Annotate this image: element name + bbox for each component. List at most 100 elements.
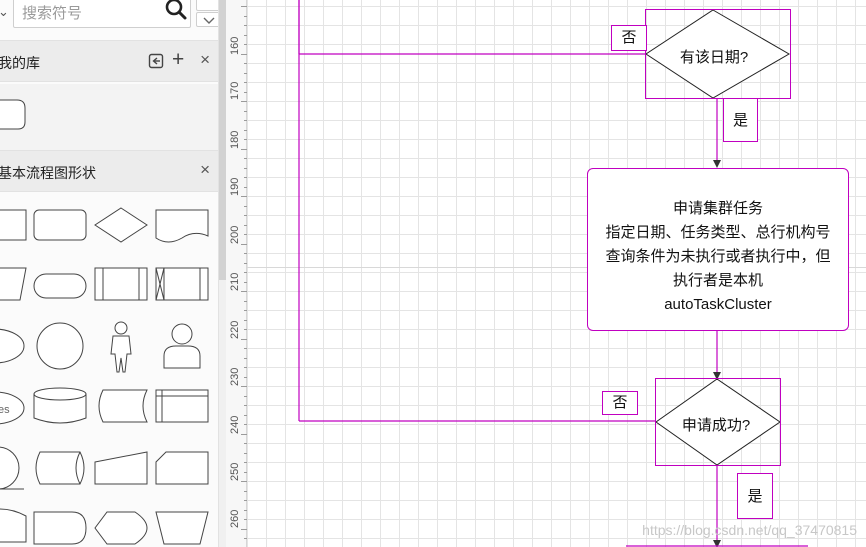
ruler-tick <box>244 167 247 169</box>
import-icon[interactable] <box>148 53 164 69</box>
search-bar: ⌄ <box>0 0 226 36</box>
ruler-tick <box>244 519 247 520</box>
shape-display[interactable] <box>93 502 151 547</box>
decision-2-no-label[interactable]: 否 <box>602 391 638 415</box>
horizontal-guide <box>247 267 866 268</box>
shape-paper-tape[interactable] <box>0 502 30 547</box>
shape-card[interactable] <box>154 442 212 494</box>
ruler-tick <box>244 376 247 378</box>
decision-2-text: 申请成功? <box>681 417 751 434</box>
close-icon[interactable]: × <box>200 50 210 69</box>
chevron-down-icon <box>203 17 215 24</box>
flowchart-shapes-grid: es <box>0 192 218 547</box>
library-shape-icon[interactable] <box>0 98 40 134</box>
user-icon[interactable] <box>154 320 212 372</box>
basic-flowchart-title: 基本流程图形状 <box>0 165 96 181</box>
shape-decision-yes[interactable]: es <box>0 382 30 434</box>
close-icon[interactable]: × <box>200 160 210 179</box>
ruler-tick <box>244 348 247 349</box>
panel-scrollbar-thumb[interactable] <box>219 0 226 280</box>
arrowhead-icon <box>713 540 721 547</box>
shape-circle[interactable] <box>32 320 90 372</box>
shape-manual-input[interactable] <box>93 442 151 494</box>
vertical-ruler: 160 170 180 190 200 210 220 230 240 250 … <box>226 0 247 547</box>
process-text: 申请集群任务 指定日期、任务类型、总行机构号 查询条件为未执行或者执行中，但 执… <box>588 197 848 317</box>
ruler-tick <box>244 25 247 26</box>
shape-decision[interactable] <box>93 202 151 254</box>
process-line: 指定日期、任务类型、总行机构号 <box>605 224 831 241</box>
process-box[interactable]: 申请集群任务 指定日期、任务类型、总行机构号 查询条件为未执行或者执行中，但 执… <box>587 168 849 331</box>
ruler-tick <box>241 528 247 530</box>
shape-rounded-rectangle[interactable] <box>32 202 90 254</box>
search-prev-button[interactable] <box>196 0 220 11</box>
ruler-tick <box>244 15 247 17</box>
shape-sequential-data[interactable] <box>0 442 30 494</box>
ruler-tick <box>241 196 247 197</box>
shape-terminator[interactable] <box>32 262 90 314</box>
ruler-tick <box>241 433 247 435</box>
ruler-tick <box>244 110 247 112</box>
connectors <box>298 0 808 547</box>
ruler-tick <box>244 462 247 463</box>
ruler-tick <box>241 53 247 55</box>
search-box <box>13 0 191 28</box>
ruler-tick <box>244 215 247 216</box>
shape-stored-data[interactable] <box>93 382 151 434</box>
ruler-tick <box>244 253 247 254</box>
ruler-tick <box>244 186 247 188</box>
shape-ellipse[interactable] <box>0 320 30 372</box>
shape-predefined-process[interactable] <box>93 262 151 314</box>
my-library-header[interactable]: 我的库 + × <box>0 40 218 82</box>
ruler-tick <box>244 63 247 64</box>
ruler-tick <box>244 158 247 159</box>
chevron-down-icon[interactable]: ⌄ <box>0 4 9 19</box>
my-library-title: 我的库 <box>0 55 40 71</box>
shape-manual-operation[interactable] <box>154 502 212 547</box>
ruler-tick <box>241 386 247 387</box>
search-icon[interactable] <box>164 0 188 22</box>
decision-1-bounds <box>645 9 791 99</box>
ruler-tick <box>244 120 247 121</box>
ruler-tick <box>244 262 247 264</box>
decision-2-bounds <box>655 378 781 466</box>
ruler-tick <box>244 272 247 273</box>
decision-2-yes-label[interactable]: 是 <box>737 473 773 519</box>
svg-text:es: es <box>0 404 10 416</box>
ruler-tick <box>241 243 247 245</box>
actor-icon[interactable] <box>93 320 151 373</box>
ruler-tick <box>244 329 247 330</box>
search-nav-buttons <box>196 0 220 28</box>
search-input[interactable] <box>22 3 162 23</box>
ruler-tick <box>244 509 247 511</box>
ruler-tick <box>244 424 247 425</box>
shape-delay[interactable] <box>32 502 90 547</box>
shape-database[interactable] <box>32 382 90 434</box>
decision-1-text: 有该日期? <box>679 49 749 66</box>
basic-flowchart-header[interactable]: 基本流程图形状 × <box>0 150 218 192</box>
process-line: 申请集群任务 <box>672 200 763 217</box>
arrowhead-icon <box>713 372 721 380</box>
ruler-tick <box>241 6 247 7</box>
shape-collate[interactable] <box>154 262 212 314</box>
ruler-tick <box>244 357 247 359</box>
arrowhead-icon <box>713 160 721 168</box>
shape-data[interactable] <box>0 262 30 314</box>
ruler-tick <box>244 234 247 235</box>
decision-1-no-label[interactable]: 否 <box>611 25 647 51</box>
ruler-tick <box>244 129 247 131</box>
shape-internal-storage[interactable] <box>154 382 212 434</box>
shape-direct-data[interactable] <box>32 442 90 494</box>
ruler-tick <box>241 338 247 340</box>
ruler-tick <box>241 101 247 102</box>
process-line: 执行者是本机 <box>672 272 763 289</box>
ruler-tick <box>244 224 247 226</box>
search-next-button[interactable] <box>196 12 220 27</box>
decision-1-yes-label[interactable]: 是 <box>723 98 758 142</box>
ruler-tick <box>244 177 247 178</box>
diagram-canvas[interactable]: 160 170 180 190 200 210 220 230 240 250 … <box>226 0 866 547</box>
ruler-tick <box>244 490 247 492</box>
add-icon[interactable]: + <box>172 48 185 71</box>
shape-rectangle[interactable] <box>0 202 30 254</box>
shape-document[interactable] <box>154 202 212 254</box>
